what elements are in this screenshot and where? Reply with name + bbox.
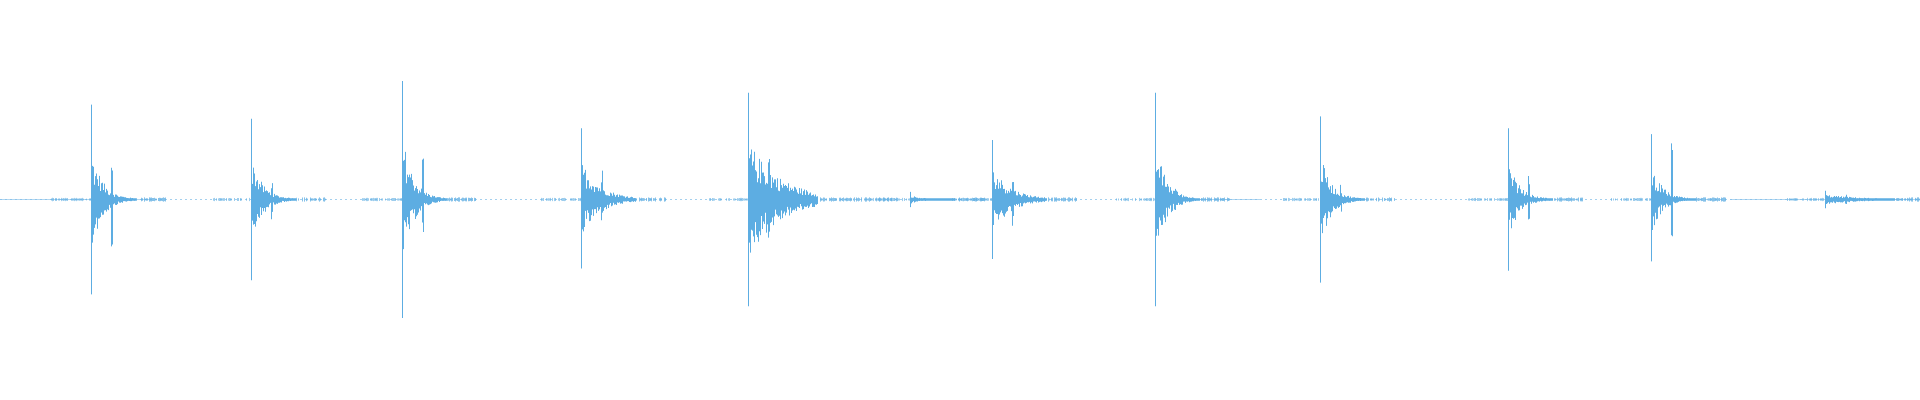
- waveform-burst: [1468, 128, 1583, 271]
- waveform-burst: [1116, 92, 1230, 307]
- waveform-burst: [1283, 116, 1395, 283]
- waveform-burst: [541, 128, 666, 269]
- waveform-burst: [709, 92, 898, 307]
- waveform-burst: [1787, 190, 1920, 209]
- waveform-burst: [51, 104, 166, 295]
- waveform-burst: [952, 140, 1077, 259]
- waveform-burst: [1611, 134, 1726, 262]
- waveform-bursts: [51, 81, 1920, 318]
- waveform-burst: [362, 81, 476, 318]
- waveform-burst: [213, 118, 326, 281]
